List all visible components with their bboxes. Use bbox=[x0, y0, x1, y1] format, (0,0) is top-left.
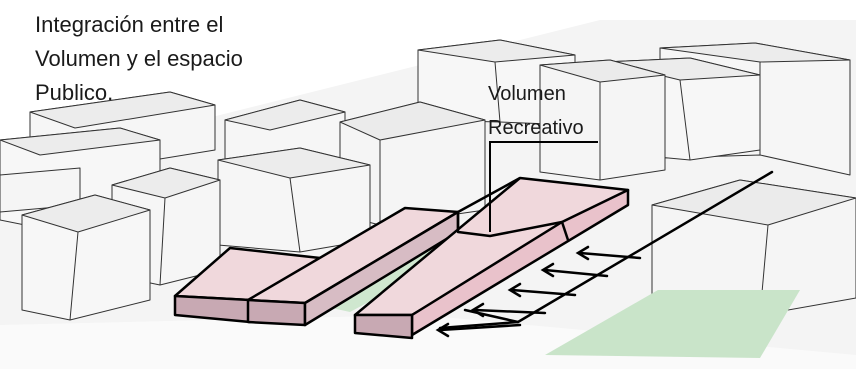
volume-middle-side bbox=[246, 298, 307, 327]
title-line-3: Publico. bbox=[35, 80, 114, 105]
circulation-arrows bbox=[438, 170, 774, 330]
title-line-1: Integración entre el bbox=[35, 12, 224, 37]
arrow-3 bbox=[510, 288, 577, 297]
volume-right-side bbox=[353, 313, 414, 340]
green-plaza-right bbox=[545, 290, 800, 358]
callout-leader bbox=[489, 141, 598, 232]
callout-line-2: Recreativo bbox=[488, 117, 584, 139]
title-line-2: Volumen y el espacio bbox=[35, 46, 243, 71]
arrow-set bbox=[435, 245, 642, 338]
arrow-4 bbox=[473, 308, 547, 315]
proposed-volumes bbox=[173, 176, 630, 340]
arrow-5 bbox=[438, 323, 522, 332]
arrow-2 bbox=[543, 268, 609, 278]
context-buildings bbox=[0, 39, 856, 321]
callout-line-1: Volumen bbox=[488, 83, 566, 105]
arrow-1 bbox=[578, 251, 642, 260]
